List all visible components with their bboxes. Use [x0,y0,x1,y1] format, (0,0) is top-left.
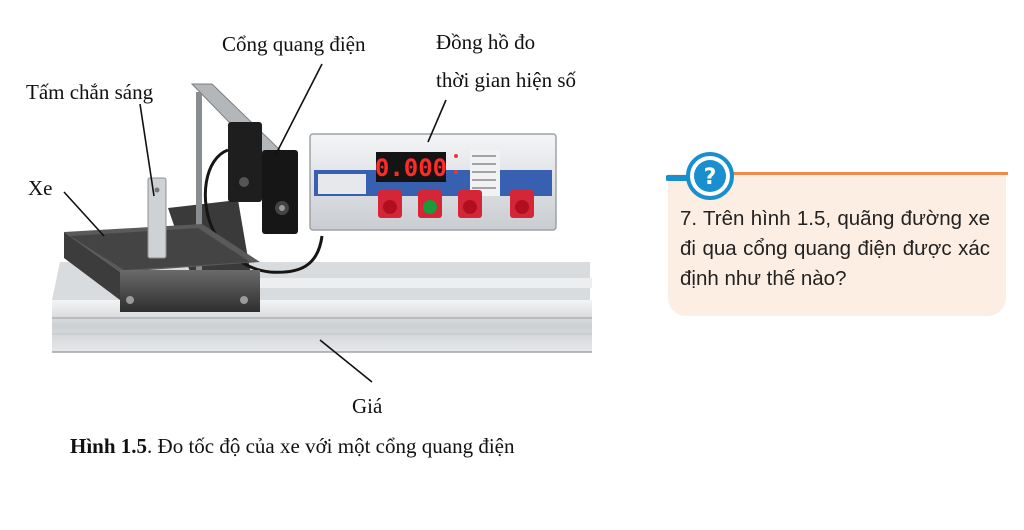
pointer-lines [63,63,447,383]
figure-number: Hình 1.5 [70,434,148,458]
timer-display: 0.000 [375,154,447,182]
question-text: 7. Trên hình 1.5, quãng đường xe đi qua … [680,207,990,290]
svg-text:?: ? [704,165,717,190]
question-accent-line [732,172,1008,175]
apparatus-illustration: 0.000 [52,63,592,383]
question-box [668,174,1006,316]
label-xe: Xe [28,176,53,200]
label-tam-chan-sang: Tấm chắn sáng [26,80,154,104]
label-dong-ho-line1: Đồng hồ đo [436,30,536,54]
caption-text: . Đo tốc độ của xe với một cổng quang đi… [147,434,515,458]
label-gia: Giá [352,394,383,418]
label-cong-quang-dien: Cổng quang điện [222,32,366,56]
light-shield [147,177,167,259]
photogate-device [228,122,298,234]
digital-timer: 0.000 [309,133,557,231]
cart [64,177,260,312]
question-mark-icon: ? [666,152,734,200]
figure-caption: Hình 1.5. Đo tốc độ của xe với một cổng … [70,434,514,459]
label-dong-ho-line2: thời gian hiện số [436,68,577,92]
